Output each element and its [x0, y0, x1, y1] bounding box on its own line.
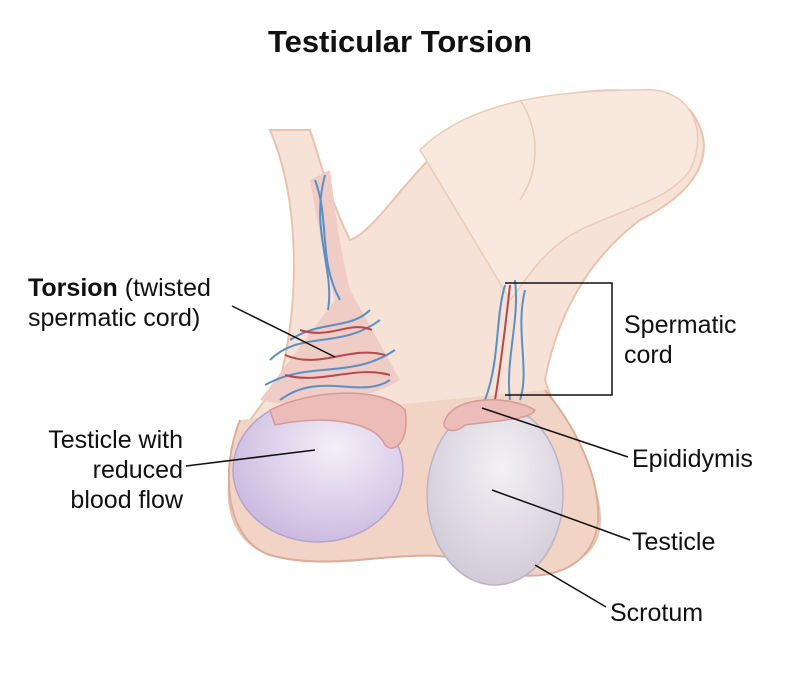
reduced-line1: Testicle with [48, 426, 183, 454]
torsion-label-text2: spermatic cord) [28, 304, 201, 332]
spermatic-cord-label: Spermatic cord [624, 310, 737, 370]
left-epididymis [269, 392, 407, 449]
torsion-label: Torsion (twisted spermatic cord) [28, 273, 211, 333]
torsion-label-bold: Torsion [28, 274, 118, 302]
scrotum-label: Scrotum [610, 599, 704, 627]
penis [419, 88, 699, 302]
leader-lines [185, 282, 631, 608]
right-testicle [426, 404, 564, 586]
testicle-label: Testicle [632, 528, 716, 556]
spermatic-line2: cord [624, 341, 673, 369]
reduced-line3: blood flow [70, 486, 183, 514]
reduced-blood-flow-label: Testicle with reduced blood flow [0, 425, 183, 515]
torsion-label-text: (twisted [117, 274, 211, 302]
diagram-title: Testicular Torsion [267, 24, 533, 59]
spermatic-line1: Spermatic [624, 311, 737, 339]
epididymis-label: Epididymis [632, 445, 753, 473]
left-spermatic-cord [260, 170, 400, 404]
right-epididymis [443, 399, 536, 432]
right-spermatic-cord [484, 279, 526, 401]
reduced-line2: reduced [92, 456, 183, 484]
